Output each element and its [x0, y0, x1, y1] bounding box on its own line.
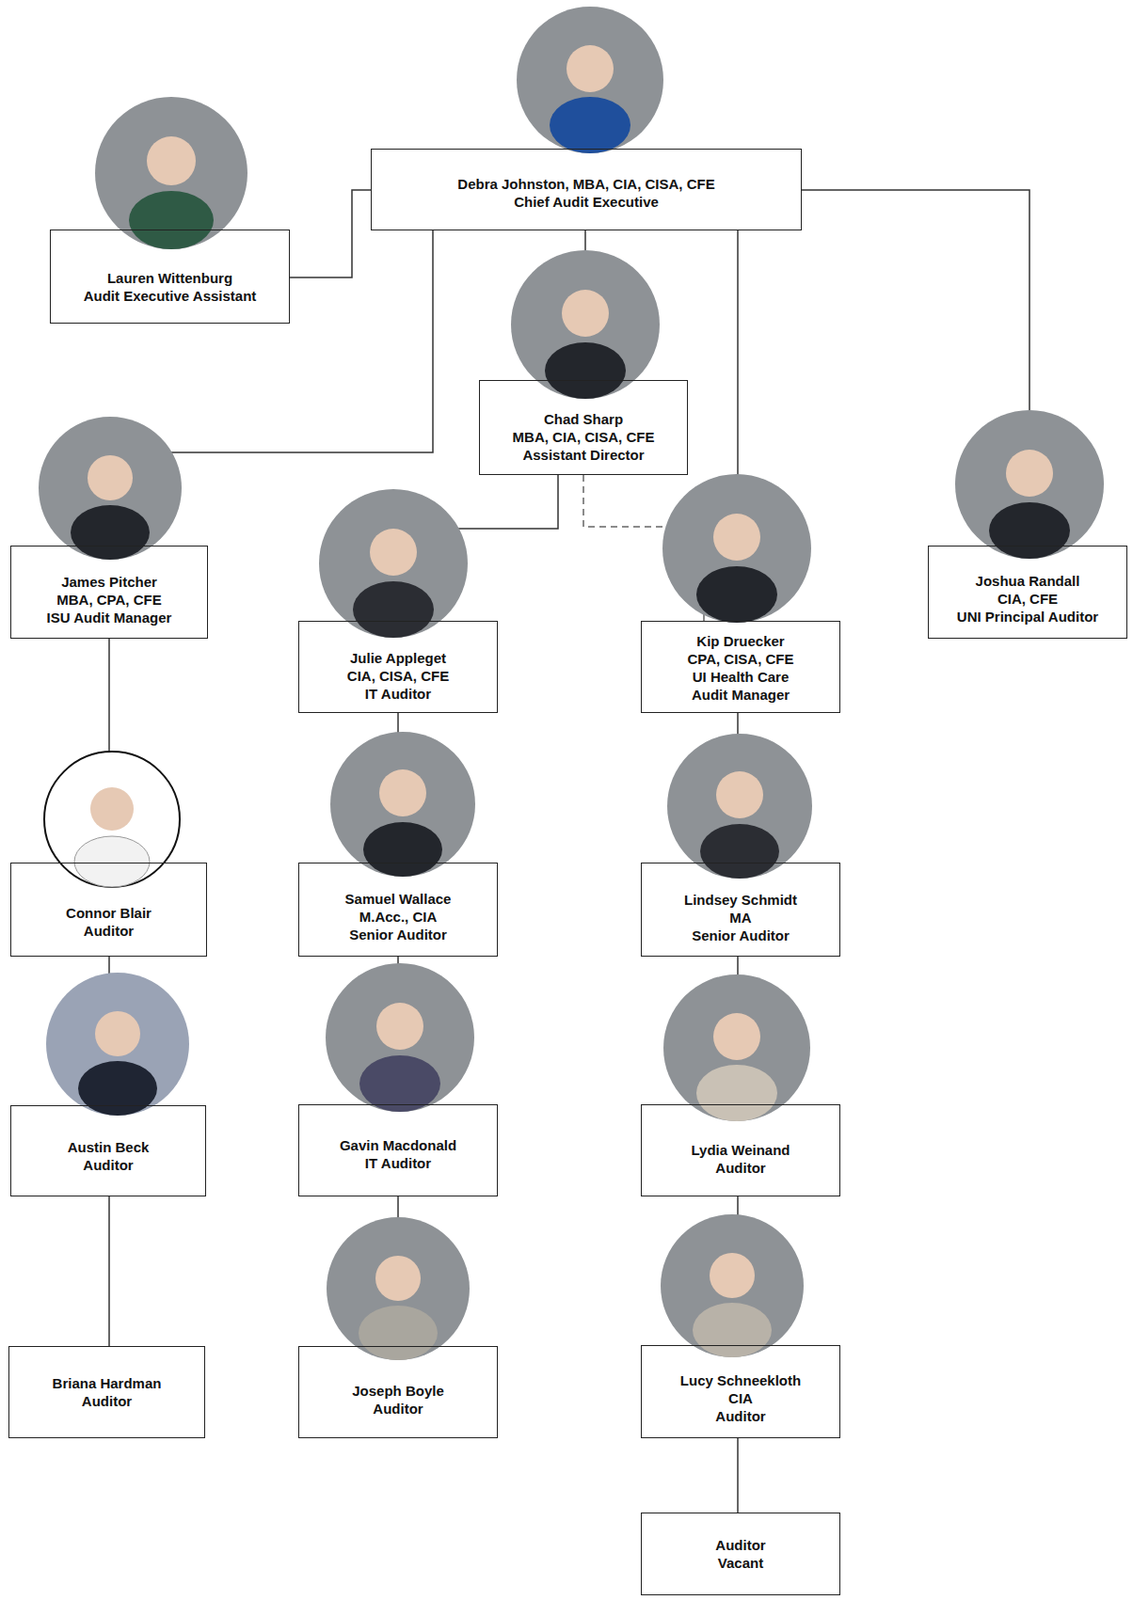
- person-detail: Senior Auditor: [349, 925, 447, 944]
- person-name: Lauren Wittenburg: [107, 269, 233, 288]
- person-detail: UNI Principal Auditor: [957, 607, 1099, 626]
- person-detail: Auditor: [83, 922, 134, 941]
- portrait-photo: [955, 410, 1104, 559]
- person-name: Joshua Randall: [975, 572, 1081, 591]
- person-detail: Vacant: [718, 1554, 764, 1573]
- person-box: Joshua RandallCIA, CFEUNI Principal Audi…: [927, 545, 1128, 639]
- person-detail: IT Auditor: [365, 1154, 431, 1173]
- person-detail: Senior Auditor: [691, 926, 790, 945]
- person-box: Lucy SchneeklothCIAAuditor: [640, 1345, 841, 1439]
- portrait-photo: [325, 963, 475, 1113]
- person-detail: CPA, CISA, CFE: [686, 650, 794, 669]
- reporting-line: [736, 1438, 739, 1514]
- person-detail: Auditor: [372, 1400, 423, 1419]
- person-box: Briana HardmanAuditor: [8, 1346, 206, 1439]
- person-name: Briana Hardman: [52, 1374, 162, 1393]
- person-detail: MBA, CPA, CFE: [56, 590, 161, 609]
- person-box: James PitcherMBA, CPA, CFEISU Audit Mana…: [10, 545, 208, 639]
- person-box: Austin BeckAuditor: [10, 1105, 207, 1197]
- portrait-photo: [510, 250, 660, 399]
- person-detail: Auditor: [81, 1392, 132, 1411]
- person-box: Lydia WeinandAuditor: [640, 1104, 841, 1197]
- person-detail: CIA: [728, 1389, 753, 1408]
- portrait-photo: [95, 96, 248, 250]
- person-detail: ISU Audit Manager: [47, 608, 173, 627]
- person-box: Gavin MacdonaldIT Auditor: [298, 1104, 498, 1197]
- portrait-photo: [516, 6, 664, 154]
- person-box: Debra Johnston, MBA, CIA, CISA, CFEChief…: [370, 148, 802, 231]
- person-name: Lindsey Schmidt: [684, 891, 798, 910]
- person-box: Kip DrueckerCPA, CISA, CFEUI Health Care…: [640, 621, 841, 714]
- person-name: Julie Appleget: [350, 649, 447, 668]
- person-name: Auditor: [715, 1536, 766, 1555]
- portrait-photo: [46, 973, 190, 1117]
- person-box: Samuel WallaceM.Acc., CIASenior Auditor: [298, 862, 498, 958]
- person-detail: Auditor: [715, 1407, 766, 1426]
- person-name: Kip Druecker: [696, 632, 784, 651]
- person-name: Austin Beck: [67, 1138, 150, 1157]
- person-box: Lindsey SchmidtMASenior Auditor: [640, 862, 841, 958]
- person-detail: Audit Executive Assistant: [83, 287, 257, 305]
- person-detail: Auditor: [82, 1156, 133, 1175]
- person-detail: MBA, CIA, CISA, CFE: [512, 428, 655, 447]
- portrait-photo: [330, 732, 476, 878]
- reporting-line: [108, 1196, 111, 1347]
- portrait-photo: [660, 1214, 804, 1358]
- portrait-photo: [44, 751, 180, 888]
- person-detail: CIA, CFE: [997, 590, 1058, 608]
- person-detail: Assistant Director: [522, 446, 644, 464]
- person-box: Connor BlairAuditor: [10, 862, 208, 958]
- person-box: Chad SharpMBA, CIA, CISA, CFEAssistant D…: [478, 380, 688, 476]
- person-detail: Auditor: [715, 1159, 766, 1178]
- person-detail: Chief Audit Executive: [513, 192, 659, 211]
- person-name: Chad Sharp: [543, 410, 623, 429]
- portrait-photo: [662, 474, 812, 623]
- person-box: Julie ApplegetCIA, CISA, CFEIT Auditor: [298, 621, 498, 714]
- person-name: Lucy Schneekloth: [680, 1372, 801, 1390]
- portrait-photo: [663, 974, 811, 1122]
- person-name: James Pitcher: [61, 573, 158, 591]
- person-detail: CIA, CISA, CFE: [347, 667, 449, 686]
- person-box: AuditorVacant: [640, 1513, 841, 1596]
- person-name: Gavin Macdonald: [339, 1136, 457, 1155]
- reporting-line: [289, 190, 371, 278]
- person-detail: MA: [729, 909, 751, 927]
- portrait-photo: [38, 416, 182, 560]
- person-name: Debra Johnston, MBA, CIA, CISA, CFE: [457, 175, 715, 193]
- person-name: Connor Blair: [65, 904, 152, 923]
- person-name: Samuel Wallace: [345, 890, 452, 909]
- person-detail: IT Auditor: [365, 685, 431, 703]
- person-name: Lydia Weinand: [690, 1141, 790, 1160]
- portrait-photo: [319, 489, 468, 639]
- person-box: Joseph BoyleAuditor: [298, 1346, 498, 1439]
- person-name: Joseph Boyle: [351, 1382, 445, 1401]
- portrait-photo: [326, 1217, 470, 1361]
- portrait-photo: [667, 734, 813, 879]
- person-detail: M.Acc., CIA: [359, 908, 438, 926]
- person-box: Lauren WittenburgAudit Executive Assista…: [49, 229, 290, 324]
- person-detail: UI Health Care Audit Manager: [674, 668, 807, 704]
